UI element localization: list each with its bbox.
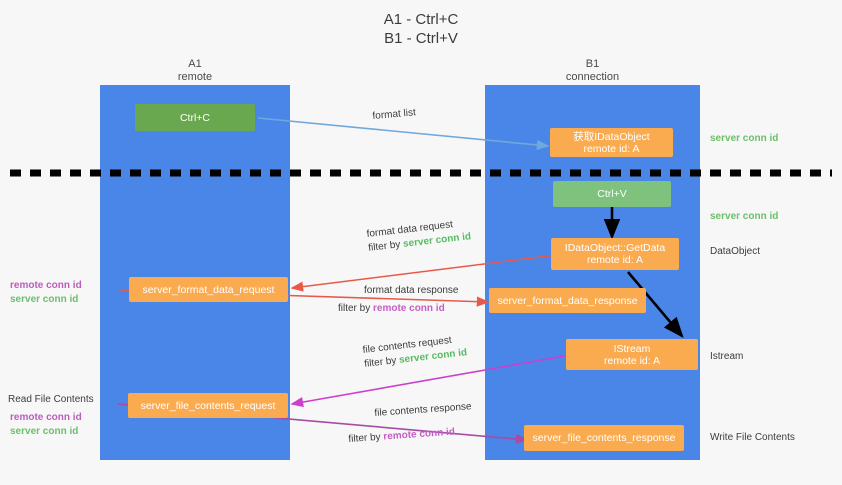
annotation-left-read-file-contents: Read File Contents bbox=[8, 394, 94, 405]
label-format-data-response: format data response filter by remote co… bbox=[338, 285, 459, 314]
lane-b1-header: B1 connection bbox=[565, 58, 620, 83]
box-server-file-contents-request[interactable]: server_file_contents_request bbox=[128, 393, 288, 418]
box-idataobject-getdata[interactable]: IDataObject::GetData remote id: A bbox=[551, 238, 679, 270]
annotation-right-dataobject: DataObject bbox=[710, 246, 761, 257]
box-idataobject-top[interactable]: 获取IDataObject remote id: A bbox=[550, 128, 673, 157]
annotation-left-remote-conn-id-1: remote conn id bbox=[10, 280, 82, 291]
annotation-right-istream: Istream bbox=[710, 351, 744, 362]
lane-a1-header: A1 remote bbox=[177, 58, 213, 83]
annotation-left-server-conn-id-1: server conn id bbox=[10, 294, 79, 305]
annotation-right-write-file-contents: Write File Contents bbox=[710, 432, 795, 443]
annotation-left-conn-ids-2: remote conn id server conn id bbox=[10, 411, 82, 439]
box-istream[interactable]: IStream remote id: A bbox=[566, 339, 698, 370]
annotation-left-remote-conn-id-2: remote conn id bbox=[10, 412, 82, 423]
annotation-left-server-conn-id-2: server conn id bbox=[10, 426, 79, 437]
box-server-format-data-request[interactable]: server_format_data_request bbox=[129, 277, 288, 302]
box-server-file-contents-response[interactable]: server_file_contents_response bbox=[524, 425, 684, 451]
annotation-right-server-conn-id-2: server conn id bbox=[710, 211, 779, 222]
box-ctrl-v[interactable]: Ctrl+V bbox=[553, 181, 671, 207]
page-title: A1 - Ctrl+C B1 - Ctrl+V bbox=[383, 11, 459, 47]
box-server-format-data-response[interactable]: server_format_data_response bbox=[489, 288, 646, 313]
annotation-left-conn-ids-1: remote conn id server conn id bbox=[10, 279, 82, 307]
annotation-right-server-conn-id-1: server conn id bbox=[710, 133, 779, 144]
box-ctrl-c[interactable]: Ctrl+C bbox=[135, 104, 255, 131]
